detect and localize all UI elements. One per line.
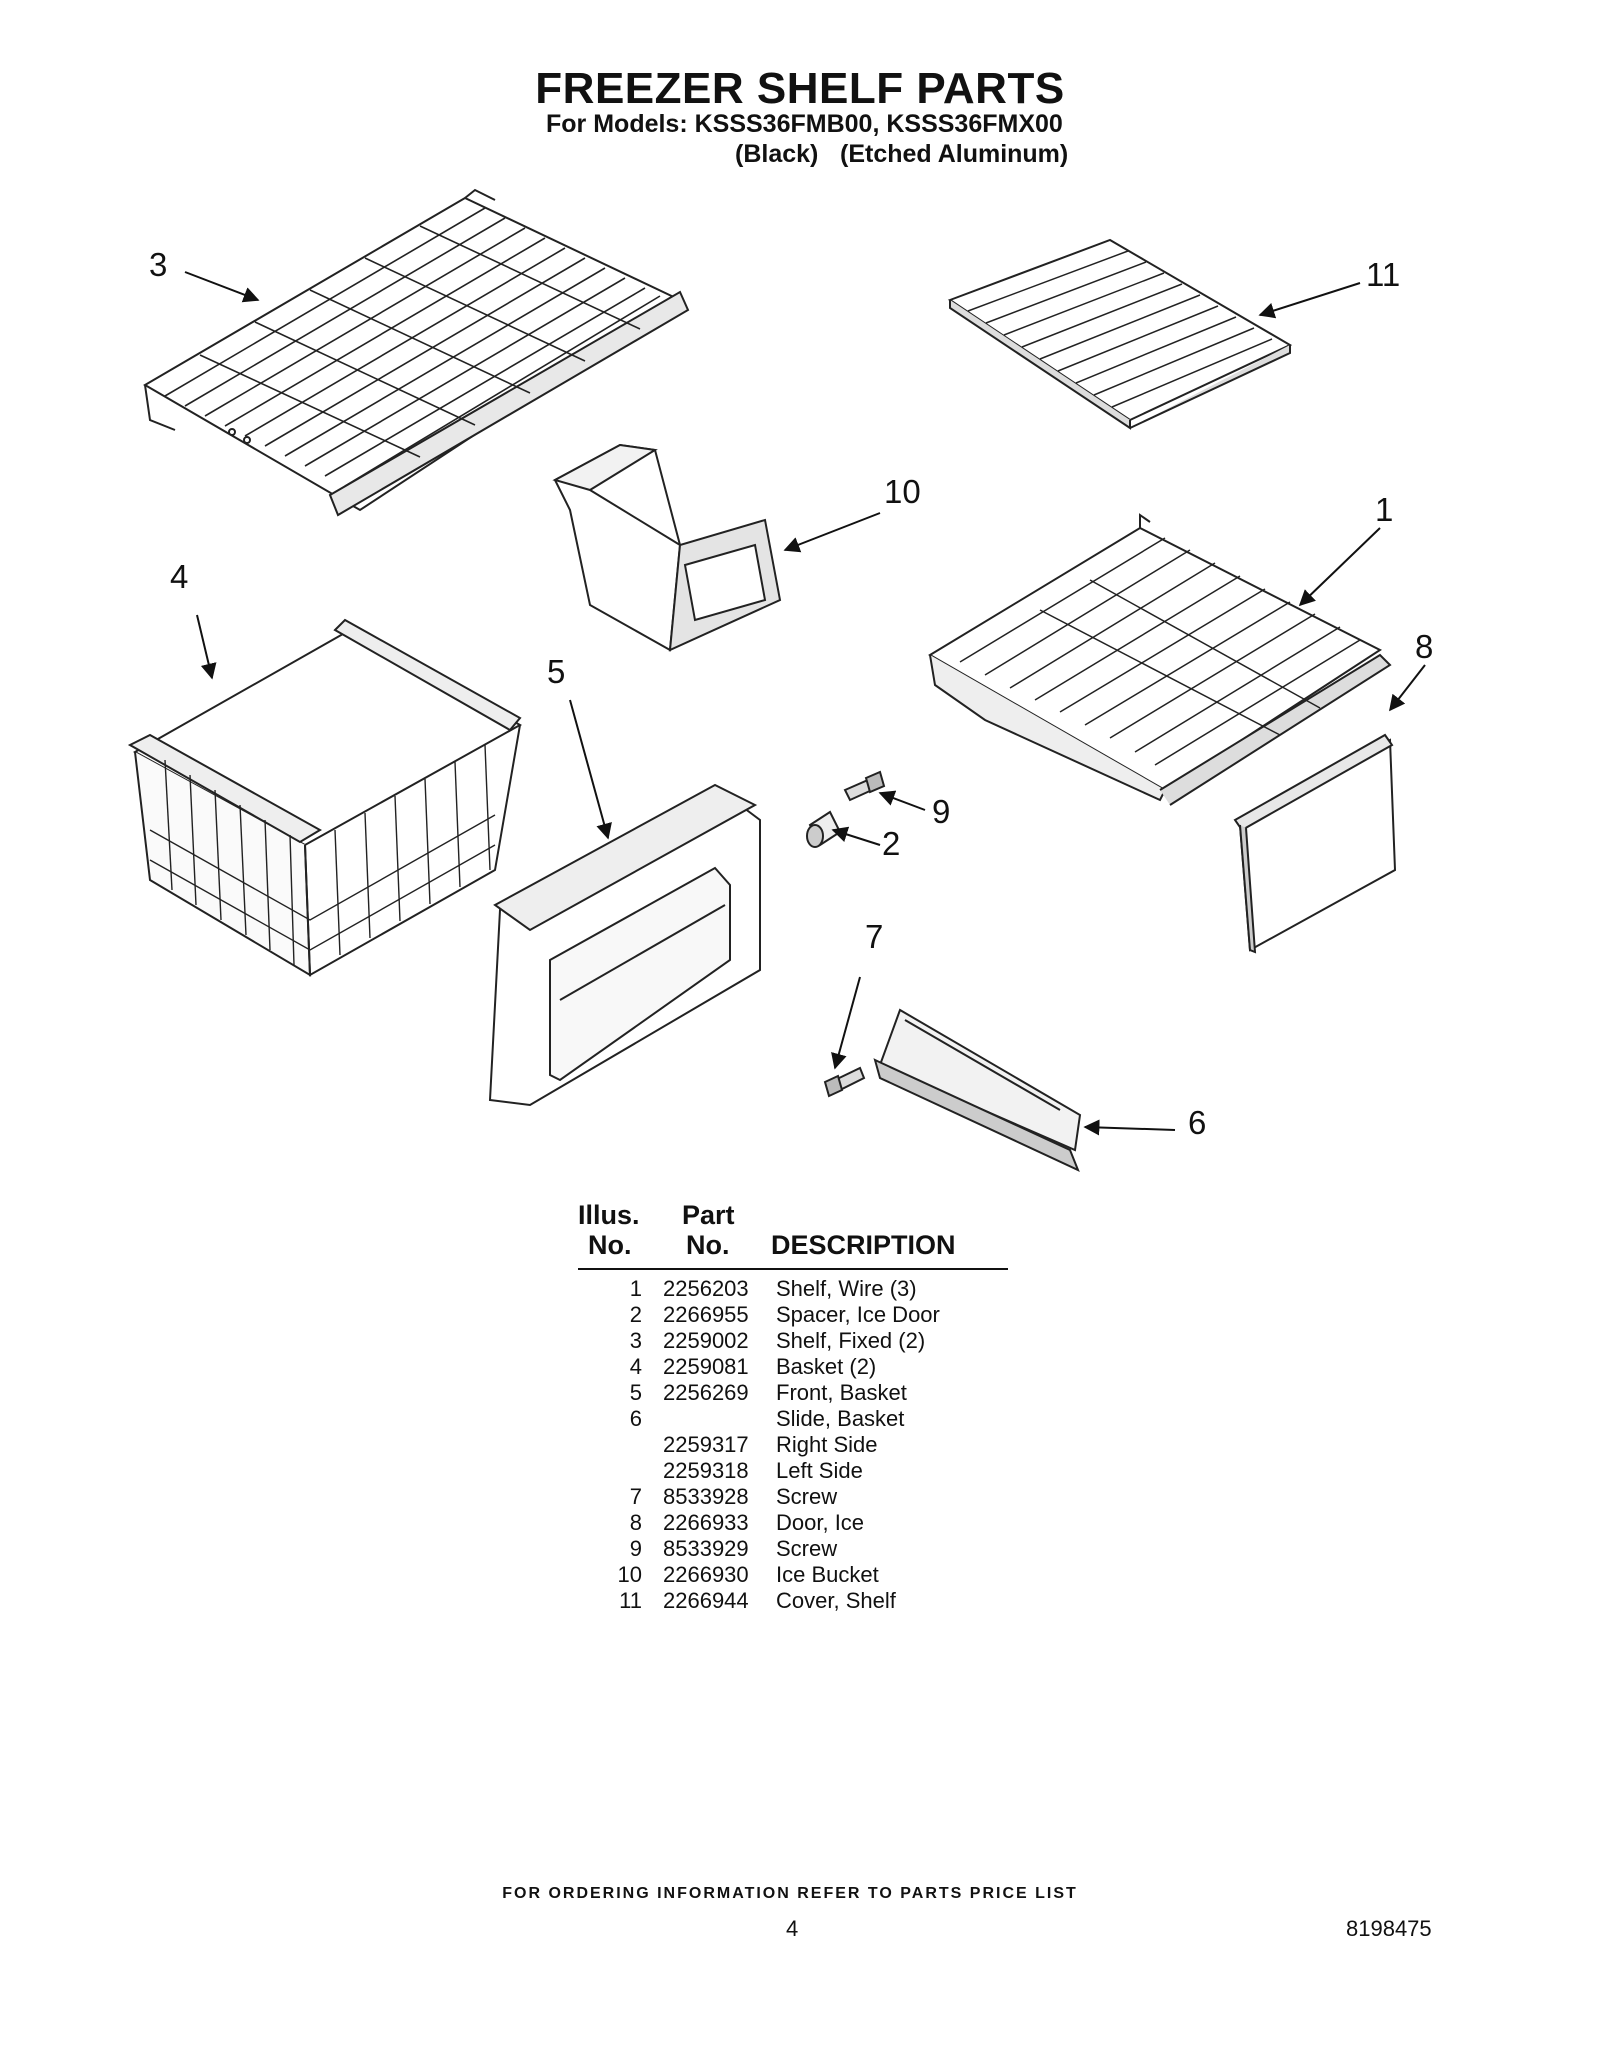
page-number: 4 bbox=[786, 1916, 799, 1941]
table-row: 5 2256269 Front, Basket bbox=[629, 1380, 907, 1405]
callout-5: 5 bbox=[547, 653, 566, 690]
table-row: 4 2259081 Basket (2) bbox=[629, 1354, 877, 1379]
models-line: For Models: KSSS36FMB00, KSSS36FMX00 bbox=[546, 110, 1063, 138]
header-rule bbox=[578, 1268, 1008, 1270]
table-row: 11 2266944 Cover, Shelf bbox=[619, 1588, 896, 1613]
ordering-note: FOR ORDERING INFORMATION REFER TO PARTS … bbox=[502, 1885, 1078, 1902]
callout-11: 11 bbox=[1366, 256, 1401, 293]
page-title: FREEZER SHELF PARTS bbox=[535, 64, 1065, 113]
part-11-shelf-cover bbox=[947, 238, 1293, 430]
part-5-basket-front bbox=[488, 783, 761, 1107]
parts-diagram bbox=[127, 188, 1426, 1172]
part-2-spacer bbox=[806, 810, 842, 848]
part-1-wire-shelf bbox=[928, 513, 1392, 806]
callout-4: 4 bbox=[170, 558, 189, 595]
callout-7: 7 bbox=[865, 918, 884, 955]
header-illus-bottom: No. bbox=[588, 1230, 632, 1260]
callout-2: 2 bbox=[882, 825, 901, 862]
part-3-fixed-shelf bbox=[143, 188, 690, 517]
table-row: 10 2266930 Ice Bucket bbox=[617, 1562, 879, 1587]
table-row: 3 2259002 Shelf, Fixed (2) bbox=[629, 1328, 926, 1353]
callout-1: 1 bbox=[1375, 491, 1394, 528]
table-row: 2259318 Left Side bbox=[663, 1458, 863, 1483]
table-row: 1 2256203 Shelf, Wire (3) bbox=[629, 1276, 917, 1301]
variant-etched-aluminum: (Etched Aluminum) bbox=[840, 140, 1069, 168]
part-4-basket bbox=[127, 618, 523, 977]
header-illus-top: Illus. bbox=[578, 1200, 640, 1230]
table-row: 9 8533929 Screw bbox=[629, 1536, 838, 1561]
document-number: 8198475 bbox=[1346, 1916, 1432, 1941]
part-10-ice-bucket bbox=[552, 443, 782, 652]
callout-6: 6 bbox=[1188, 1104, 1207, 1141]
part-6-basket-slide bbox=[873, 1008, 1082, 1172]
table-row: 2259317 Right Side bbox=[663, 1432, 878, 1457]
variant-black: (Black) bbox=[735, 140, 819, 168]
table-row: 8 2266933 Door, Ice bbox=[629, 1510, 865, 1535]
table-row: 7 8533928 Screw bbox=[629, 1484, 838, 1509]
table-row: 6 Slide, Basket bbox=[629, 1406, 905, 1431]
callout-3: 3 bbox=[149, 246, 168, 283]
header-part-top: Part bbox=[682, 1200, 735, 1230]
header-description: DESCRIPTION bbox=[771, 1230, 956, 1260]
part-9-screw bbox=[843, 770, 886, 802]
part-7-screw bbox=[823, 1066, 866, 1098]
table-row: 2 2266955 Spacer, Ice Door bbox=[629, 1302, 940, 1327]
header-part-bottom: No. bbox=[686, 1230, 730, 1260]
part-8-ice-door bbox=[1233, 733, 1397, 954]
callout-10: 10 bbox=[884, 473, 921, 510]
callout-8: 8 bbox=[1415, 628, 1434, 665]
callout-9: 9 bbox=[932, 793, 951, 830]
